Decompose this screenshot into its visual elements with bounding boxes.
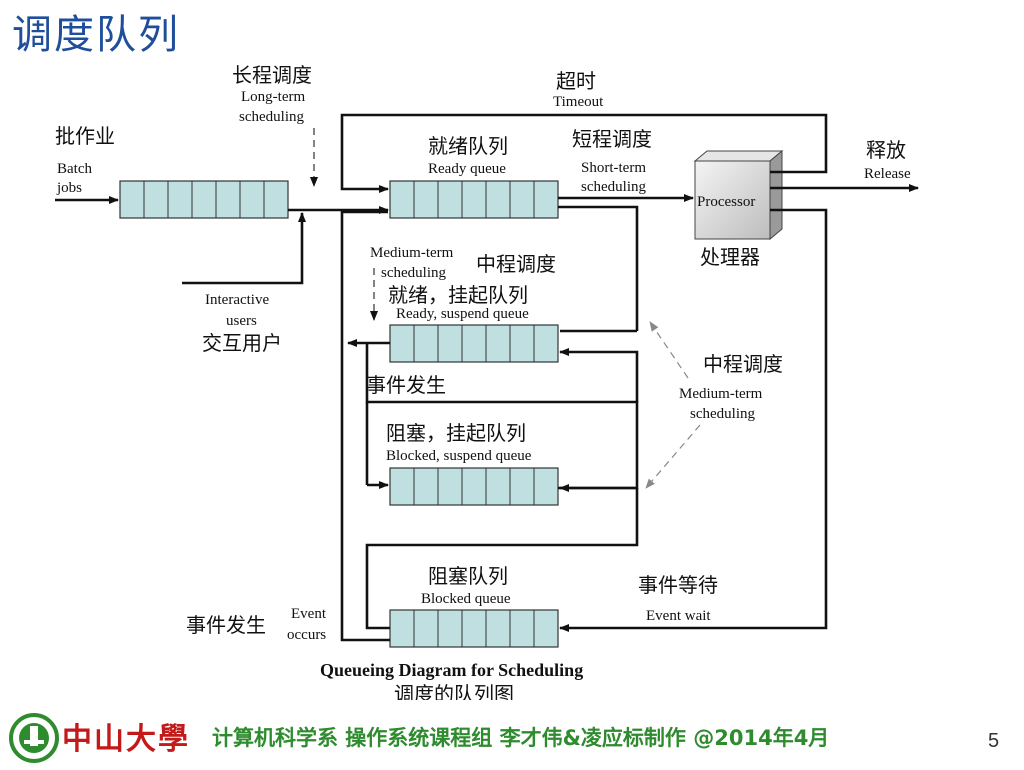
interactive-zh-label: 交互用户 xyxy=(202,331,282,355)
long-term-zh-label: 长程调度 xyxy=(232,63,312,87)
interactive-en-label-1: Interactive xyxy=(205,292,269,308)
medium-term-left-en-label-2: scheduling xyxy=(381,265,446,281)
blocked-suspend-en-label: Blocked, suspend queue xyxy=(386,448,532,464)
footer-credits: 计算机科学系 操作系统课程组 李才伟&凌应标制作 @2014年4月 xyxy=(212,726,830,750)
release-en-label: Release xyxy=(864,166,911,182)
release-zh-label: 释放 xyxy=(866,138,906,162)
event-occurs-en-label-2: occurs xyxy=(287,627,326,643)
caption-zh: 调度的队列图 xyxy=(394,682,514,700)
flow-lines xyxy=(55,113,919,642)
short-term-en-label-1: Short-term xyxy=(581,160,646,176)
blocked-queue xyxy=(389,609,559,648)
event-wait-en-label: Event wait xyxy=(646,608,711,624)
medium-term-left-en-label-1: Medium-term xyxy=(370,245,454,261)
university-logo-text: 中山大學 xyxy=(62,722,190,757)
interactive-en-label-2: users xyxy=(226,313,257,329)
long-term-en-label-2: scheduling xyxy=(239,109,304,125)
medium-term-right-en-label-2: scheduling xyxy=(690,406,755,422)
short-term-en-label-2: scheduling xyxy=(581,179,646,195)
batch-queue xyxy=(119,180,289,219)
queueing-diagram: 长程调度 超时 批作业 就绪队列 短程调度 释放 处理器 中程调度 就绪，挂起队… xyxy=(55,63,919,700)
event-occurs-mid-zh-label: 事件发生 xyxy=(366,373,446,397)
blocked-queue-en-label: Blocked queue xyxy=(421,591,511,607)
long-term-en-label-1: Long-term xyxy=(241,89,305,105)
timeout-zh-label: 超时 xyxy=(556,69,596,93)
event-occurs-zh-label: 事件发生 xyxy=(186,613,266,637)
ready-queue xyxy=(389,180,559,219)
ready-queue-en-label: Ready queue xyxy=(428,161,506,177)
short-term-zh-label: 短程调度 xyxy=(572,127,652,151)
blocked-suspend-zh-label: 阻塞，挂起队列 xyxy=(386,421,526,445)
batch-en-label-2: jobs xyxy=(56,180,82,196)
blocked-queue-zh-label: 阻塞队列 xyxy=(428,564,508,588)
processor-zh-label: 处理器 xyxy=(700,245,760,269)
event-occurs-en-label-1: Event xyxy=(291,606,327,622)
timeout-en-label: Timeout xyxy=(553,94,604,110)
medium-term-right-dashed-arrow-down xyxy=(645,424,701,489)
processor-en-label: Processor xyxy=(697,194,755,210)
ready-suspend-zh-label: 就绪，挂起队列 xyxy=(388,283,528,307)
ready-suspend-queue xyxy=(389,324,559,363)
ready-suspend-en-label: Ready, suspend queue xyxy=(396,306,529,322)
caption-en: Queueing Diagram for Scheduling xyxy=(320,660,583,680)
medium-term-right-dashed-arrow-up xyxy=(649,321,689,379)
batch-zh-label: 批作业 xyxy=(55,124,115,148)
batch-en-label-1: Batch xyxy=(57,161,92,177)
page-number: 5 xyxy=(988,730,1000,752)
university-logo-icon xyxy=(9,713,59,763)
slide-title: 调度队列 xyxy=(12,12,180,58)
footer xyxy=(0,700,1024,768)
medium-term-right-en-label-1: Medium-term xyxy=(679,386,763,402)
medium-term-left-zh-label: 中程调度 xyxy=(476,252,556,276)
blocked-suspend-queue xyxy=(389,467,559,506)
event-wait-zh-label: 事件等待 xyxy=(638,573,718,597)
ready-queue-zh-label: 就绪队列 xyxy=(428,134,508,158)
medium-term-right-zh-label: 中程调度 xyxy=(703,352,783,376)
